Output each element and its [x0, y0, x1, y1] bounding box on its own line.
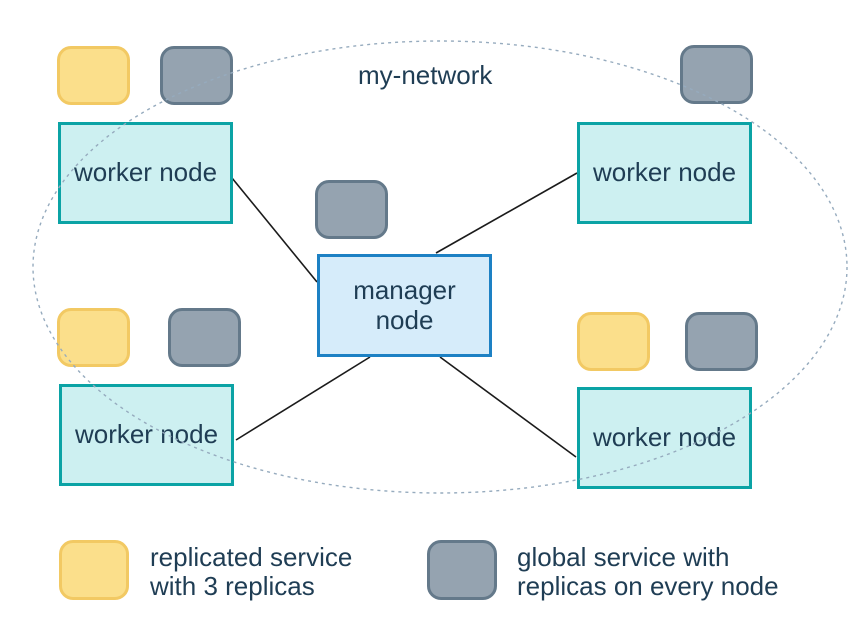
worker-node-bottom-right: worker node [577, 387, 752, 489]
global-service-icon-bottom-left [168, 308, 241, 367]
network-label: my-network [358, 60, 493, 90]
legend-label-global: global service with replicas on every no… [517, 542, 779, 601]
worker-node-top-left: worker node [58, 122, 233, 224]
global-service-icon-manager [315, 180, 388, 239]
worker-node-top-right: worker node [577, 122, 752, 224]
global-service-swatch [427, 540, 497, 600]
global-service-icon-top-left [160, 46, 233, 105]
link-manager-worker-bottom-right [439, 356, 577, 458]
global-service-icon-top-right [680, 45, 753, 104]
replicated-service-swatch [59, 540, 129, 600]
worker-node-bottom-left: worker node [59, 384, 234, 486]
link-manager-worker-top-right [435, 172, 578, 254]
worker-node-label: worker node [592, 157, 737, 188]
replicated-service-icon-bottom-right [577, 312, 650, 371]
worker-node-label: worker node [592, 422, 737, 453]
worker-node-label: worker node [74, 419, 219, 450]
replicated-service-icon-top-left [57, 46, 130, 105]
manager-node: manager node [317, 254, 492, 357]
manager-node-label: manager node [353, 274, 456, 335]
link-manager-worker-top-left [231, 177, 318, 283]
replicated-service-icon-bottom-left [57, 308, 130, 367]
global-service-icon-bottom-right [685, 312, 758, 371]
link-manager-worker-bottom-left [235, 356, 371, 441]
worker-node-label: worker node [73, 157, 218, 188]
legend-label-replicated: replicated service with 3 replicas [150, 542, 353, 601]
